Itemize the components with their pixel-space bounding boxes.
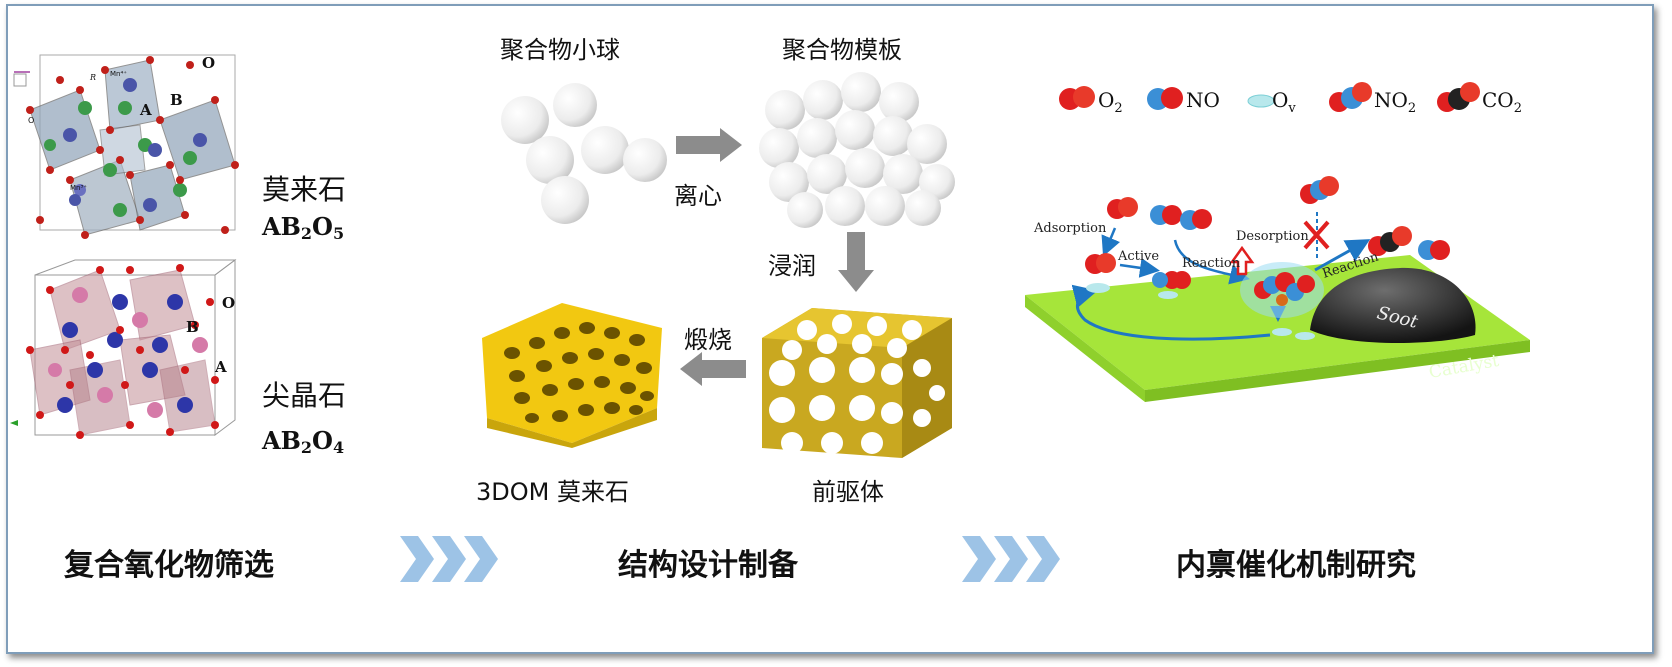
3dom-mullite-image	[482, 303, 662, 448]
desorption-up-arrow	[1229, 245, 1255, 276]
polymer-spheres-image	[501, 83, 667, 224]
mullite-label-b: B	[170, 91, 183, 109]
label-3dom-mullite: 3DOM 莫来石	[476, 478, 629, 506]
o2-molecule-icon	[1059, 86, 1095, 110]
arrow-left	[680, 352, 746, 386]
spinel-label-o: O	[222, 294, 235, 312]
mechanism-diagram: Adsorption Active Reaction Desorption Re…	[1025, 176, 1530, 402]
label-infiltrate: 浸润	[768, 252, 816, 280]
legend-co2: CO2	[1482, 88, 1522, 116]
blocked-cross-icon	[1303, 220, 1330, 250]
spinel-structure: O B A	[10, 259, 237, 439]
arrow-down	[838, 232, 874, 292]
legend-no: NO	[1186, 88, 1220, 112]
mullite-label-r: R	[89, 73, 96, 82]
mullite-label-mn4: Mn⁴⁺	[110, 70, 127, 78]
legend-o2: O2	[1098, 88, 1123, 116]
mullite-label-o: O	[202, 54, 215, 72]
step-3-title: 内禀催化机制研究	[1176, 548, 1416, 583]
step-1-title: 复合氧化物筛选	[64, 548, 274, 583]
label-polymer-template: 聚合物模板	[782, 36, 902, 64]
label-polymer-spheres: 聚合物小球	[500, 36, 620, 64]
label-precursor: 前驱体	[812, 478, 884, 506]
legend-no2: NO2	[1374, 88, 1417, 116]
precursor-image	[762, 308, 952, 458]
label-adsorption: Adsorption	[1033, 221, 1107, 236]
spinel-formula: AB2O4	[262, 426, 345, 457]
mullite-label-o-small: O	[28, 116, 34, 125]
mullite-label-mn3: Mn³⁺	[70, 184, 87, 192]
legend-ov: Ov	[1272, 88, 1296, 116]
label-active: Active	[1117, 249, 1159, 264]
mullite-name: 莫来石	[262, 173, 347, 206]
spinel-label-a: A	[214, 358, 227, 376]
oxygen-vacancy-icon	[1247, 94, 1275, 108]
arrow-right-1	[676, 128, 742, 162]
label-reaction-1: Reaction	[1182, 256, 1241, 271]
spinel-label-b: B	[186, 318, 199, 336]
polymer-template-image	[759, 72, 955, 228]
chevron-arrows-2-icon	[962, 536, 1060, 582]
no2-molecule-icon	[1329, 82, 1372, 112]
co2-molecule-icon	[1437, 82, 1480, 112]
label-calcine: 煅烧	[684, 326, 732, 354]
label-centrifuge: 离心	[674, 182, 722, 210]
chevron-arrows-1-icon	[400, 536, 498, 582]
no-molecule-icon	[1147, 87, 1183, 110]
crystal-structures: O A B R Mn⁴⁺ Mn³⁺ O	[10, 54, 239, 439]
soot-particle	[1310, 267, 1476, 344]
spinel-name: 尖晶石	[262, 379, 347, 412]
mullite-label-a: A	[139, 101, 152, 119]
mullite-formula: AB2O5	[262, 212, 345, 243]
step-2-title: 结构设计制备	[618, 548, 798, 583]
label-desorption: Desorption	[1236, 229, 1309, 244]
mullite-structure: O A B R Mn⁴⁺ Mn³⁺ O	[13, 54, 239, 239]
